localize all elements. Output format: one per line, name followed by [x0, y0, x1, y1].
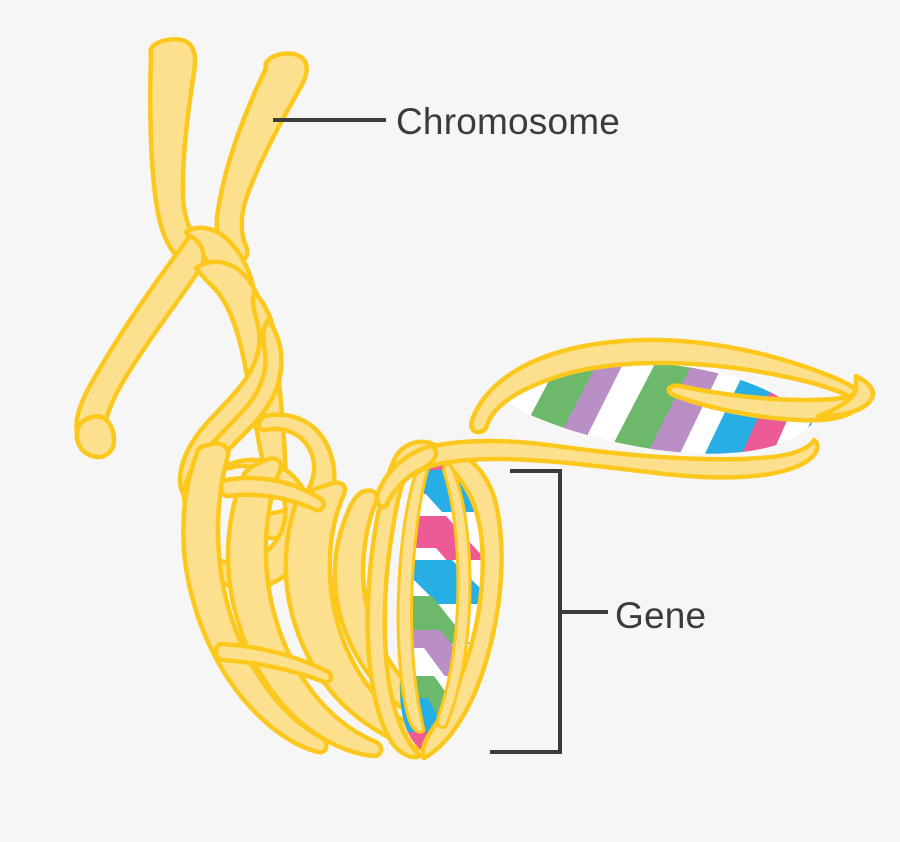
dna-vertical-inner-strand-b	[436, 463, 472, 730]
dna-upper-segment	[374, 337, 876, 510]
supercoil-loops	[181, 412, 446, 759]
dna-upper-backbone-bottom-left-tail	[374, 443, 439, 510]
annotation-lines	[273, 118, 608, 754]
dna-upper-backbone-top-underside	[666, 383, 863, 423]
supercoil-crosslink-1	[218, 475, 326, 513]
supercoil-crosslink-2	[213, 641, 334, 685]
chromosome-arm-upper-right	[214, 51, 309, 265]
dna-upper-tip-right	[815, 373, 876, 419]
dna-upper-backbone-top	[468, 337, 864, 435]
chromosome-arm-lower-left-tip	[74, 414, 117, 460]
dna-vertical-backbone-right	[420, 445, 504, 761]
dna-vertical-segment	[365, 439, 504, 761]
chromosome-label: Chromosome	[396, 101, 620, 142]
supercoil-loop-4	[225, 456, 384, 759]
dna-upper-backbone-bottom	[407, 437, 820, 480]
gene-label: Gene	[615, 595, 706, 636]
